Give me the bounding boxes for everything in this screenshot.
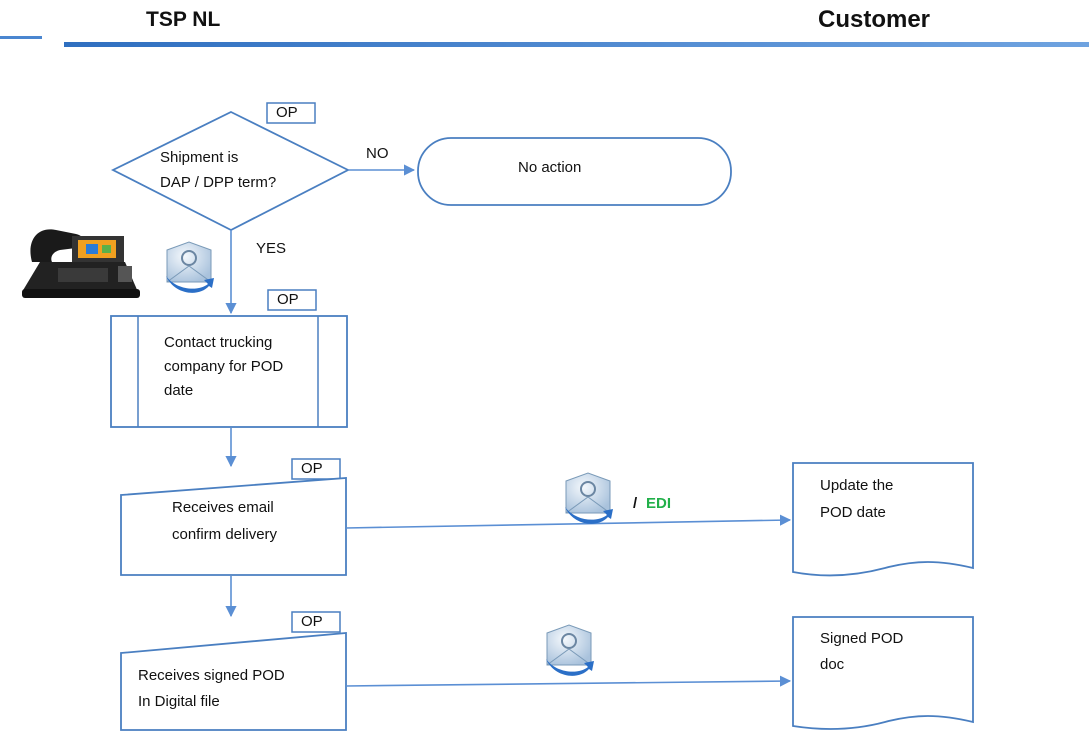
email-icon	[166, 241, 214, 293]
decision-label-line1: Shipment is	[160, 149, 239, 166]
email-icon	[565, 472, 613, 524]
edge-label-no: NO	[366, 145, 389, 162]
process-contact-line1: Contact trucking	[164, 334, 273, 351]
doc-update-line2: POD date	[820, 504, 886, 521]
doc-signed-line2: doc	[820, 656, 845, 673]
decision-label-line2: DAP / DPP term?	[160, 174, 277, 191]
lane-header-left: TSP NL	[146, 8, 221, 31]
process-contact-box	[110, 315, 348, 428]
op-tag-pod	[291, 611, 341, 633]
lane-header-right: Customer	[818, 6, 931, 33]
phone-icon	[22, 229, 140, 298]
terminal-label: No action	[518, 159, 582, 176]
process-contact-line3: date	[164, 382, 194, 399]
edge-pod-to-signed	[345, 675, 792, 687]
op-tag-label: OP	[276, 104, 298, 121]
op-tag-decision	[266, 102, 316, 124]
process-pod-line1: Receives signed POD	[138, 667, 285, 684]
input-pod-box	[120, 632, 347, 731]
edge-email-to-update	[345, 514, 792, 529]
op-tag-contact	[267, 289, 317, 311]
process-pod-line2: In Digital file	[138, 693, 220, 710]
doc-signed-line1: Signed POD	[820, 630, 904, 647]
op-tag-label: OP	[301, 613, 323, 630]
process-contact-line2: company for POD	[164, 358, 284, 375]
edge-label-yes: YES	[256, 240, 287, 257]
doc-update-line1: Update the	[820, 477, 894, 494]
input-email-box	[120, 477, 347, 576]
op-tag-label: OP	[277, 291, 299, 308]
email-icon	[546, 624, 594, 676]
header-rule-left	[0, 36, 42, 39]
header-rule	[64, 42, 1089, 47]
process-email-line2: confirm delivery	[172, 526, 278, 543]
decision-diamond	[110, 110, 350, 232]
doc-signed-pod	[792, 616, 974, 730]
doc-update-pod	[792, 462, 974, 577]
edge-label-edi-separator: /	[633, 495, 638, 512]
terminal-no-action	[417, 137, 732, 206]
edge-label-edi: EDI	[646, 495, 672, 512]
op-tag-label: OP	[301, 460, 323, 477]
op-tag-email	[291, 458, 341, 480]
process-email-line1: Receives email	[172, 499, 274, 516]
